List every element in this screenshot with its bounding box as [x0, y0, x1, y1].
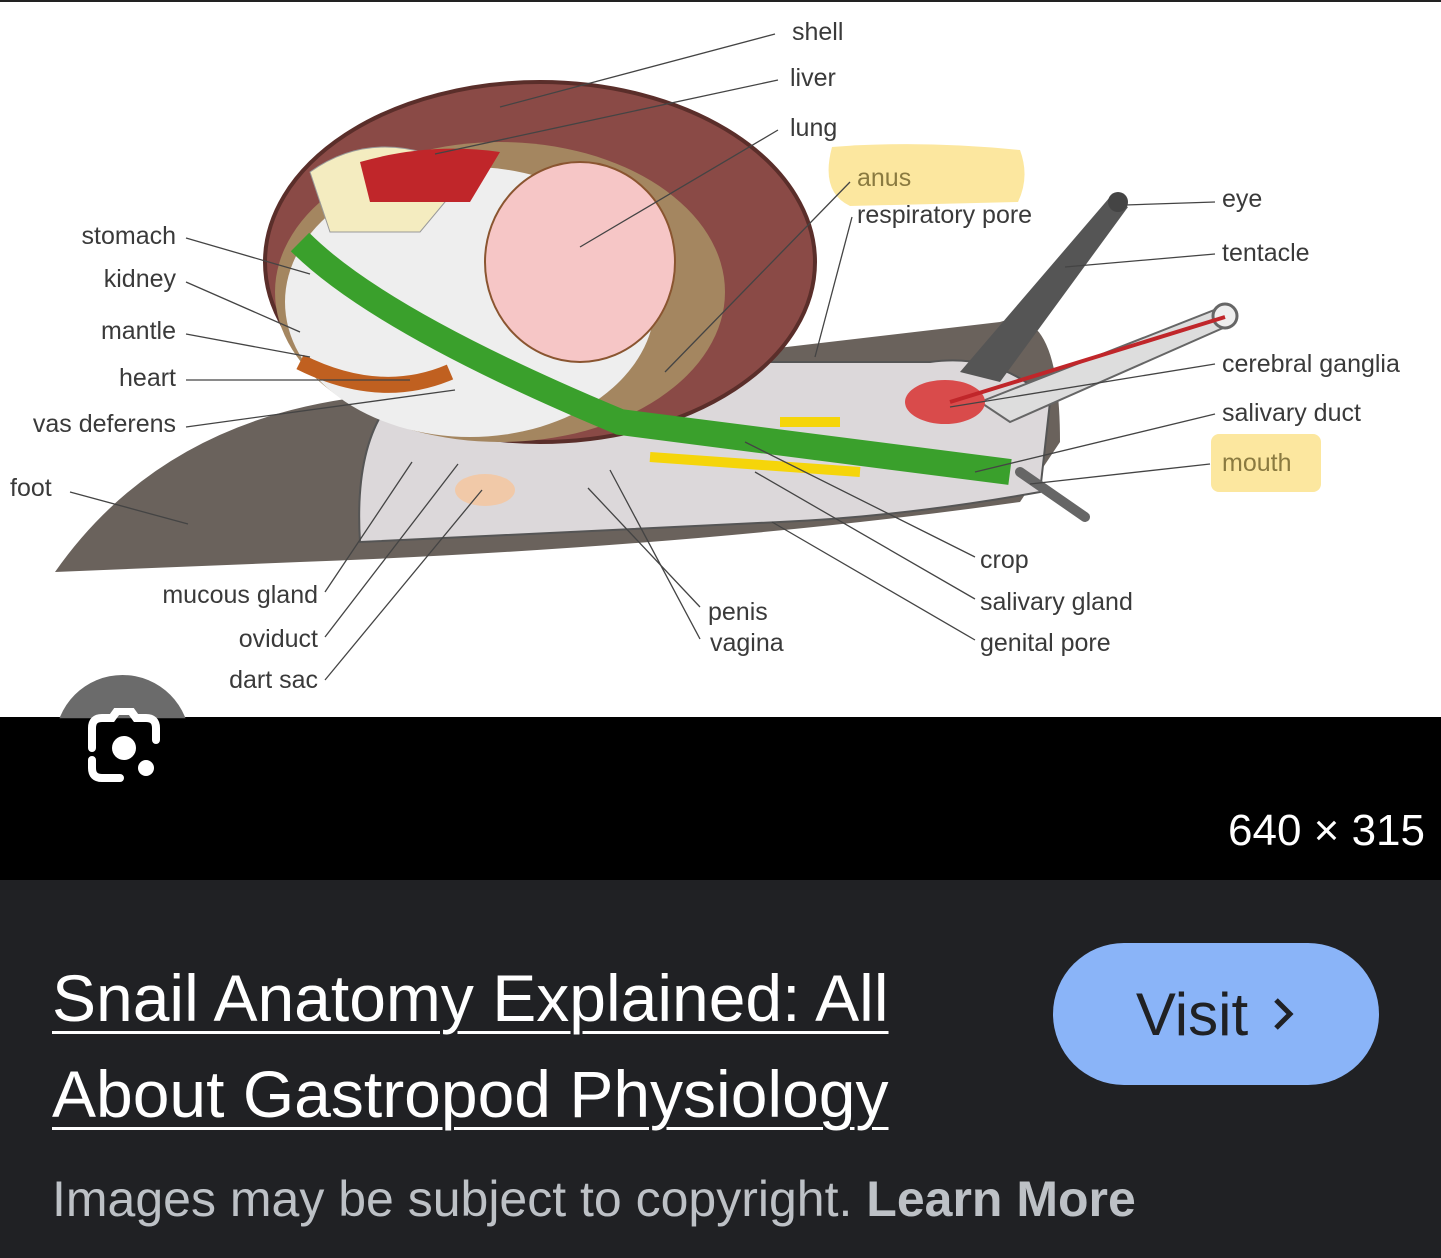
label-mantle: mantle: [101, 317, 176, 345]
label-vagina: vagina: [710, 629, 784, 657]
label-dart-sac: dart sac: [229, 666, 318, 694]
lung: [484, 161, 676, 363]
label-tentacle: tentacle: [1222, 239, 1310, 267]
visit-button[interactable]: Visit: [1053, 943, 1379, 1085]
learn-more-link[interactable]: Learn More: [866, 1171, 1136, 1227]
label-mouth: mouth: [1222, 449, 1291, 477]
leader-lines: [69, 33, 1216, 681]
highlight-anus: [828, 144, 1025, 206]
label-salivary-duct: salivary duct: [1222, 399, 1361, 427]
image-viewer-band: [0, 717, 1441, 880]
label-vas-deferens: vas deferens: [33, 410, 176, 438]
visit-label: Visit: [1135, 980, 1249, 1048]
label-oviduct: oviduct: [239, 625, 318, 653]
result-image[interactable]: stomach kidney mantle heart vas deferens…: [0, 0, 1441, 717]
label-mucous-gland: mucous gland: [162, 581, 318, 609]
label-eye: eye: [1222, 185, 1262, 213]
upper-tentacle: [960, 197, 1128, 382]
snail-anatomy-diagram: stomach kidney mantle heart vas deferens…: [10, 18, 1400, 694]
copyright-notice: Images may be subject to copyright. Lear…: [52, 1170, 1136, 1228]
image-dimensions: 640 × 315: [1228, 806, 1425, 855]
label-heart: heart: [119, 364, 176, 392]
highlight-mouth: [1211, 434, 1321, 492]
label-anus: anus: [857, 164, 911, 192]
result-title-link[interactable]: Snail Anatomy Explained: All About Gastr…: [52, 961, 889, 1131]
label-cerebral-ganglia: cerebral ganglia: [1222, 350, 1400, 378]
label-liver: liver: [790, 64, 836, 92]
label-salivary-gland: salivary gland: [980, 588, 1133, 616]
label-kidney: kidney: [104, 265, 177, 293]
label-crop: crop: [980, 546, 1029, 574]
label-foot: foot: [10, 474, 52, 502]
label-genital-pore: genital pore: [980, 629, 1111, 657]
label-penis: penis: [708, 598, 768, 626]
digestive-tract: [290, 232, 1012, 485]
google-lens-icon[interactable]: [84, 707, 164, 788]
label-respiratory-pore: respiratory pore: [857, 201, 1032, 229]
label-shell: shell: [792, 18, 843, 46]
copyright-text: Images may be subject to copyright.: [52, 1171, 853, 1227]
chevron-right-icon: [1274, 998, 1294, 1030]
label-lung: lung: [790, 114, 837, 142]
label-stomach: stomach: [82, 222, 176, 250]
